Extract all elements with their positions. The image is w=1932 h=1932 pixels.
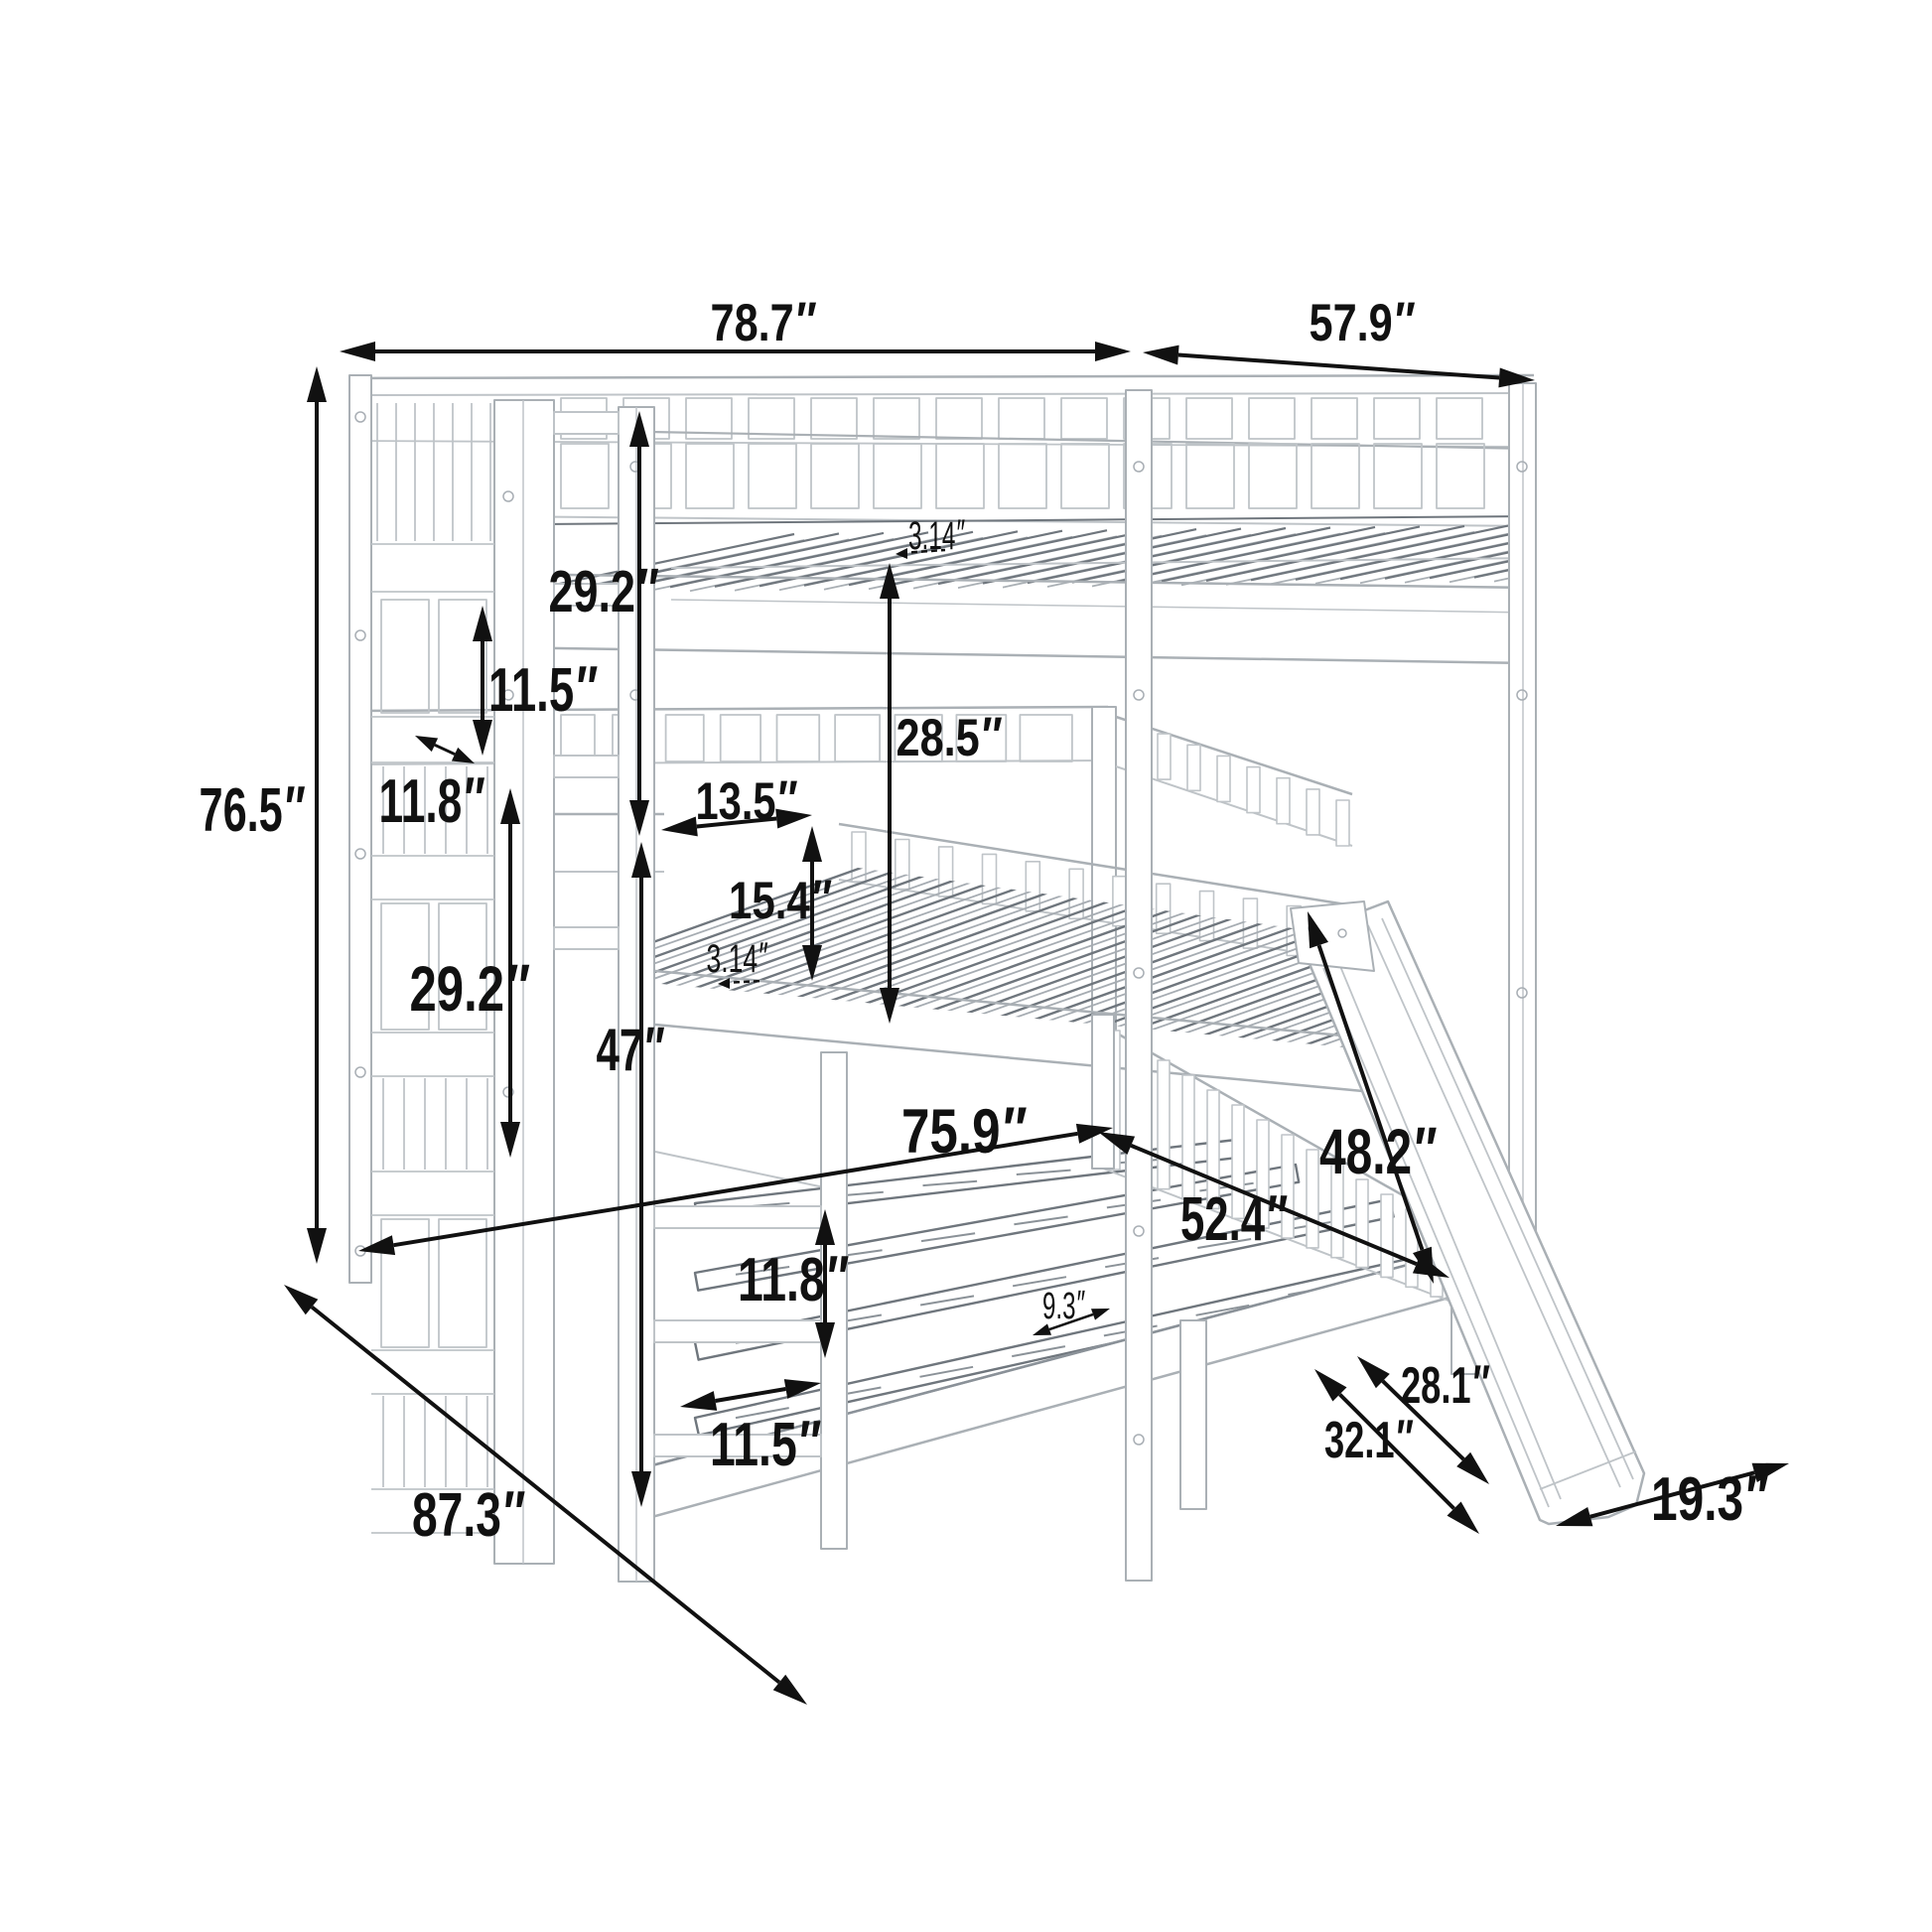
svg-text:87.3″: 87.3″ — [412, 1479, 525, 1550]
svg-text:48.2″: 48.2″ — [1319, 1114, 1437, 1187]
svg-text:9.3″: 9.3″ — [1042, 1284, 1085, 1327]
svg-text:78.7″: 78.7″ — [711, 292, 817, 352]
svg-text:52.4″: 52.4″ — [1180, 1183, 1288, 1254]
svg-text:11.5″: 11.5″ — [488, 654, 598, 725]
svg-text:28.5″: 28.5″ — [897, 707, 1003, 767]
svg-text:75.9″: 75.9″ — [901, 1095, 1027, 1167]
svg-text:57.9″: 57.9″ — [1310, 292, 1416, 352]
svg-text:32.1″: 32.1″ — [1324, 1410, 1413, 1469]
svg-text:76.5″: 76.5″ — [200, 774, 306, 845]
svg-text:47″: 47″ — [597, 1015, 665, 1083]
svg-text:28.1″: 28.1″ — [1401, 1355, 1489, 1415]
svg-text:29.2″: 29.2″ — [410, 951, 530, 1025]
svg-text:11.5″: 11.5″ — [710, 1409, 821, 1479]
svg-text:11.8″: 11.8″ — [738, 1244, 849, 1314]
svg-text:19.3″: 19.3″ — [1651, 1463, 1768, 1534]
svg-text:3.14″: 3.14″ — [707, 935, 768, 981]
svg-text:29.2″: 29.2″ — [549, 557, 659, 624]
svg-text:13.5″: 13.5″ — [696, 770, 798, 831]
svg-text:15.4″: 15.4″ — [729, 870, 832, 930]
svg-text:11.8″: 11.8″ — [379, 765, 485, 836]
